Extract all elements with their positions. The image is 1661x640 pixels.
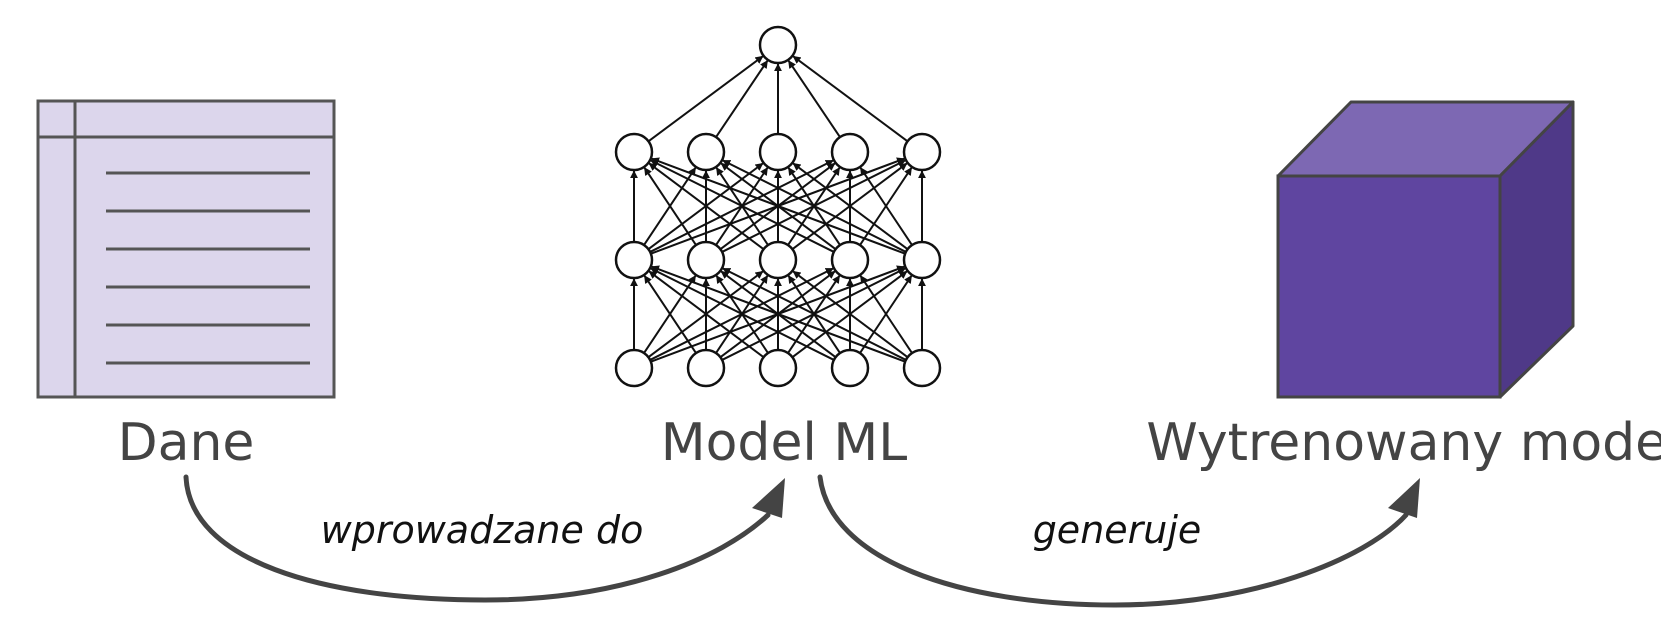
nn-neuron	[686, 240, 726, 280]
nn-connection	[643, 167, 697, 246]
nn-connection	[648, 270, 765, 359]
nn-connection	[722, 267, 907, 361]
edge-model-to-trained	[817, 474, 1420, 608]
nn-neuron	[686, 132, 726, 172]
nn-connection	[792, 55, 909, 143]
nn-neuron	[758, 240, 798, 280]
nn-neuron	[758, 25, 798, 65]
nn-connection	[792, 270, 909, 359]
curved-arrow	[817, 474, 1409, 608]
nn-neuron	[830, 240, 870, 280]
node-label-data: Dane	[118, 413, 255, 473]
nn-connection	[643, 275, 697, 354]
nn-neuron	[758, 348, 798, 388]
nn-connection	[715, 60, 769, 138]
edge-label-input: wprowadzane do	[321, 508, 644, 552]
nn-neuron	[614, 348, 654, 388]
nn-neuron	[902, 240, 942, 280]
nn-connection	[650, 159, 835, 253]
nn-connection	[647, 55, 764, 143]
nn-neuron	[614, 240, 654, 280]
edge-label-generate: generuje	[1033, 508, 1202, 552]
nn-connection	[787, 60, 841, 138]
nn-connection	[648, 162, 765, 250]
node-label-trained: Wytrenowany model	[1146, 413, 1661, 473]
nn-neuron	[902, 348, 942, 388]
neural-network-icon	[614, 25, 942, 388]
nn-neuron	[686, 348, 726, 388]
arrowhead-icon	[752, 478, 785, 518]
nn-connection	[651, 265, 906, 363]
cube-front-face	[1276, 174, 1502, 399]
edge-data-to-model	[183, 474, 785, 603]
nn-neuron	[830, 132, 870, 172]
nn-connection	[859, 275, 913, 354]
nn-connection	[859, 167, 913, 246]
nn-neuron	[758, 132, 798, 172]
curved-arrow	[183, 474, 771, 603]
node-label-model: Model ML	[661, 413, 908, 473]
nn-connection	[792, 162, 909, 250]
nn-neuron	[902, 132, 942, 172]
nn-neuron	[830, 348, 870, 388]
nn-connection	[722, 159, 907, 253]
arrowhead-icon	[1388, 478, 1420, 518]
nn-connection	[650, 267, 835, 361]
data-table-icon	[36, 99, 336, 399]
cube-icon	[1276, 100, 1575, 399]
nn-neuron	[614, 132, 654, 172]
nn-connection	[651, 157, 906, 255]
